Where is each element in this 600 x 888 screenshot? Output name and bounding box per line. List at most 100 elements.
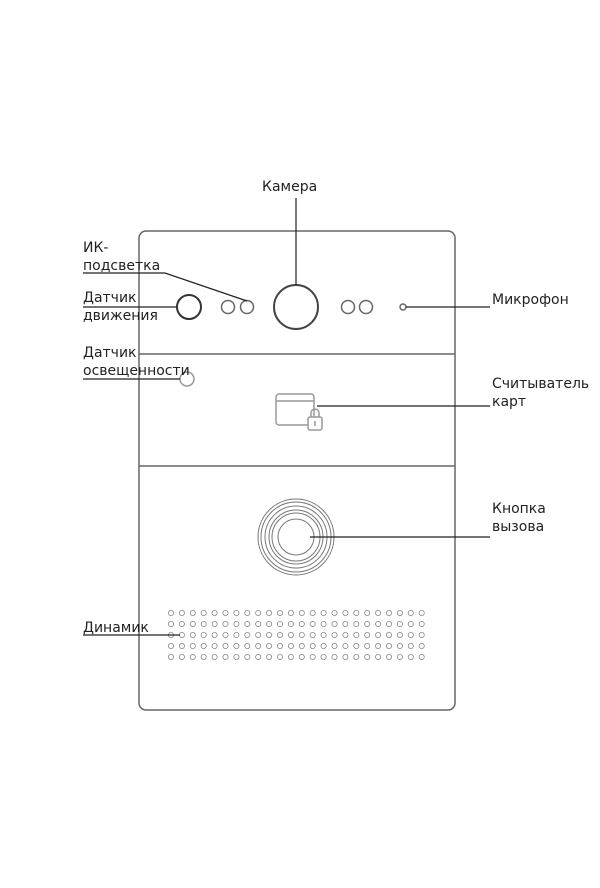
label-speaker: Динамик (83, 620, 149, 636)
leader-ir (83, 272, 248, 302)
grille-hole (320, 654, 327, 661)
grille-hole (189, 621, 196, 628)
grille-hole (266, 610, 273, 617)
grille-hole (298, 632, 305, 639)
grille-hole (276, 610, 283, 617)
grille-hole (178, 632, 185, 639)
grille-hole (167, 654, 174, 661)
grille-hole (407, 632, 414, 639)
grille-hole (167, 621, 174, 628)
grille-hole (222, 632, 229, 639)
grille-hole (385, 621, 392, 628)
grille-hole (298, 643, 305, 650)
grille-hole (200, 654, 207, 661)
grille-hole (178, 621, 185, 628)
grille-hole (342, 654, 349, 661)
grille-hole (418, 643, 425, 650)
grille-hole (244, 643, 251, 650)
grille-hole (375, 654, 382, 661)
grille-hole (244, 632, 251, 639)
grille-hole (364, 610, 371, 617)
grille-hole (385, 654, 392, 661)
grille-hole (222, 610, 229, 617)
label-button: Кнопка вызова (492, 500, 546, 536)
grille-hole (189, 610, 196, 617)
grille-hole (167, 643, 174, 650)
label-motion: Датчик движения (83, 289, 158, 325)
grille-hole (320, 621, 327, 628)
grille-hole (222, 654, 229, 661)
grille-hole (396, 632, 403, 639)
grille-hole (364, 654, 371, 661)
grille-hole (266, 654, 273, 661)
grille-hole (407, 643, 414, 650)
grille-hole (418, 610, 425, 617)
grille-hole (276, 621, 283, 628)
grille-hole (342, 632, 349, 639)
grille-hole (385, 610, 392, 617)
grille-hole (309, 621, 316, 628)
grille-hole (320, 632, 327, 639)
grille-hole (342, 610, 349, 617)
grille-hole (189, 632, 196, 639)
grille-hole (233, 654, 240, 661)
grille-hole (211, 621, 218, 628)
grille-hole (407, 621, 414, 628)
grille-hole (233, 621, 240, 628)
grille-hole (331, 643, 338, 650)
speaker-grille (167, 610, 425, 661)
grille-hole (309, 610, 316, 617)
ir-led (220, 299, 236, 315)
grille-hole (211, 610, 218, 617)
label-reader-line1: Считыватель (492, 376, 590, 392)
grille-hole (233, 632, 240, 639)
grille-hole (255, 632, 262, 639)
grille-hole (178, 643, 185, 650)
grille-hole (331, 632, 338, 639)
grille-hole (353, 643, 360, 650)
grille-hole (178, 654, 185, 661)
grille-hole (244, 621, 251, 628)
grille-hole (189, 654, 196, 661)
ir-led (358, 299, 374, 315)
grille-hole (320, 643, 327, 650)
device-body (138, 230, 456, 711)
grille-hole (255, 654, 262, 661)
grille-hole (233, 643, 240, 650)
grille-hole (276, 632, 283, 639)
label-light: Датчик освещенности (83, 344, 190, 380)
ir-led (340, 299, 356, 315)
grille-hole (407, 610, 414, 617)
grille-hole (222, 643, 229, 650)
grille-hole (200, 610, 207, 617)
grille-hole (222, 621, 229, 628)
grille-hole (385, 643, 392, 650)
grille-hole (309, 643, 316, 650)
microphone (399, 303, 407, 311)
grille-hole (200, 632, 207, 639)
grille-hole (287, 632, 294, 639)
camera-lens (273, 284, 319, 330)
grille-hole (309, 632, 316, 639)
grille-hole (287, 621, 294, 628)
grille-hole (200, 643, 207, 650)
ir-led (239, 299, 255, 315)
grille-hole (255, 610, 262, 617)
grille-hole (276, 654, 283, 661)
grille-hole (353, 610, 360, 617)
grille-hole (342, 621, 349, 628)
grille-hole (353, 621, 360, 628)
grille-hole (364, 643, 371, 650)
motion-sensor (176, 294, 202, 320)
grille-hole (255, 621, 262, 628)
grille-hole (396, 610, 403, 617)
label-button-line2: вызова (492, 519, 545, 535)
grille-hole (298, 654, 305, 661)
grille-hole (276, 643, 283, 650)
grille-hole (418, 632, 425, 639)
label-reader: Считыватель карт (492, 375, 589, 411)
label-camera: Камера (262, 179, 318, 195)
grille-hole (396, 643, 403, 650)
grille-hole (309, 654, 316, 661)
